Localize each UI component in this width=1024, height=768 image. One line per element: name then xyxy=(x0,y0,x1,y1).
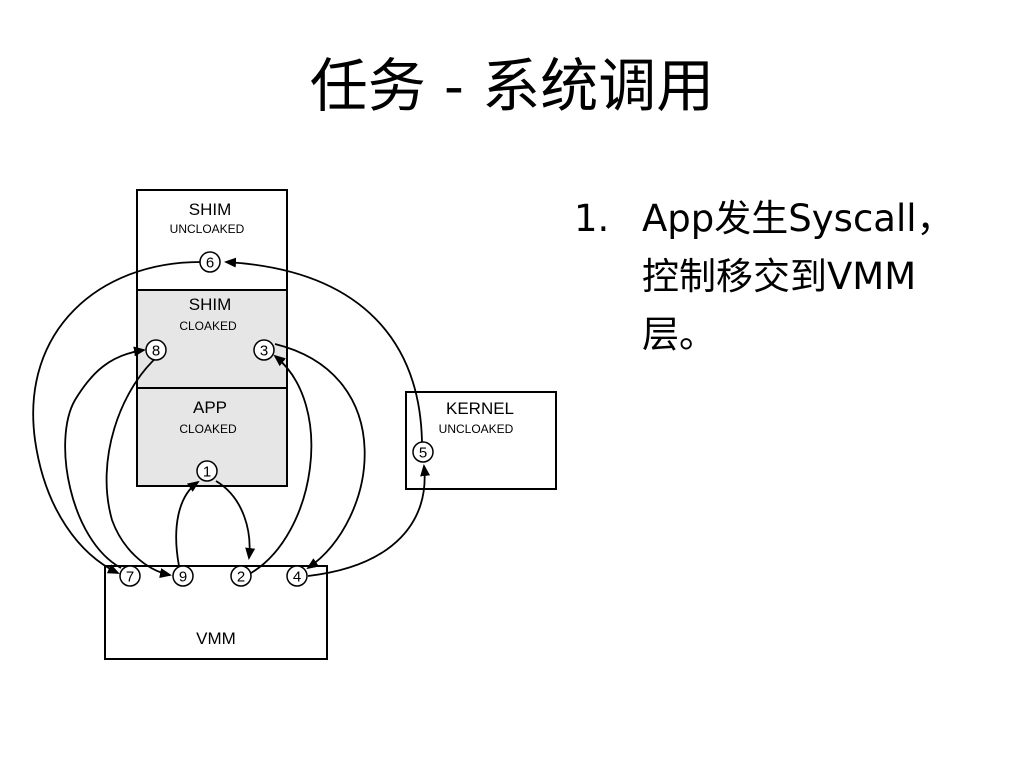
box-kernel-uncloaked: KERNEL UNCLOAKED xyxy=(405,391,557,490)
step-5: 5 xyxy=(412,441,434,463)
box-shim-cloaked: SHIM CLOAKED xyxy=(136,289,288,389)
bullet-line: 控制移交到VMM xyxy=(642,255,917,298)
step-6-label: 6 xyxy=(206,255,214,272)
step-6: 6 xyxy=(199,251,221,273)
arrow-5-to-6 xyxy=(224,257,423,443)
arrow-8-to-9 xyxy=(105,355,172,578)
step-markers: 1 2 3 4 5 6 7 8 xyxy=(119,251,434,587)
step-4: 4 xyxy=(286,565,308,587)
arrow-3-to-4 xyxy=(274,343,366,570)
step-3-label: 3 xyxy=(260,343,268,360)
slide-title: 任务 - 系统调用 xyxy=(309,52,715,120)
step-3: 3 xyxy=(253,339,275,361)
kernel-uncloaked-state: UNCLOAKED xyxy=(439,422,514,436)
app-cloaked-name: APP xyxy=(193,398,227,417)
shim-uncloaked-state: UNCLOAKED xyxy=(170,222,245,236)
step-7-label: 7 xyxy=(126,569,134,586)
step-8-label: 8 xyxy=(152,343,160,360)
vmm-name: VMM xyxy=(196,629,236,648)
bullet-text: App发生Syscall， 控制移交到VMM 层。 xyxy=(642,190,1022,364)
shim-cloaked-state: CLOAKED xyxy=(179,319,237,333)
step-4-label: 4 xyxy=(293,569,301,586)
kernel-uncloaked-name: KERNEL xyxy=(446,399,514,418)
step-8: 8 xyxy=(145,339,167,361)
step-5-label: 5 xyxy=(419,445,427,462)
bullet-line: 层。 xyxy=(642,313,716,356)
arrow-9-to-1 xyxy=(175,480,200,567)
arrow-6-to-7 xyxy=(32,261,201,574)
flow-arrows xyxy=(32,257,431,578)
step-9: 9 xyxy=(172,565,194,587)
box-shim-uncloaked: SHIM UNCLOAKED xyxy=(136,189,288,291)
arrow-4-to-5 xyxy=(307,464,431,577)
arrow-2-to-3 xyxy=(250,354,313,574)
bullet-line: App发生Syscall， xyxy=(642,197,954,240)
arrow-7-to-8 xyxy=(64,346,146,569)
step-2-label: 2 xyxy=(237,569,245,586)
shim-uncloaked-name: SHIM xyxy=(189,200,232,219)
step-7: 7 xyxy=(119,565,141,587)
arrow-1-to-2 xyxy=(215,480,256,560)
bullet-number: 1. xyxy=(574,197,610,240)
step-1-label: 1 xyxy=(203,464,211,481)
step-2: 2 xyxy=(230,565,252,587)
step-9-label: 9 xyxy=(179,569,187,586)
box-vmm: VMM xyxy=(104,565,328,660)
step-1: 1 xyxy=(196,460,218,482)
app-cloaked-state: CLOAKED xyxy=(179,422,237,436)
shim-cloaked-name: SHIM xyxy=(189,295,232,314)
